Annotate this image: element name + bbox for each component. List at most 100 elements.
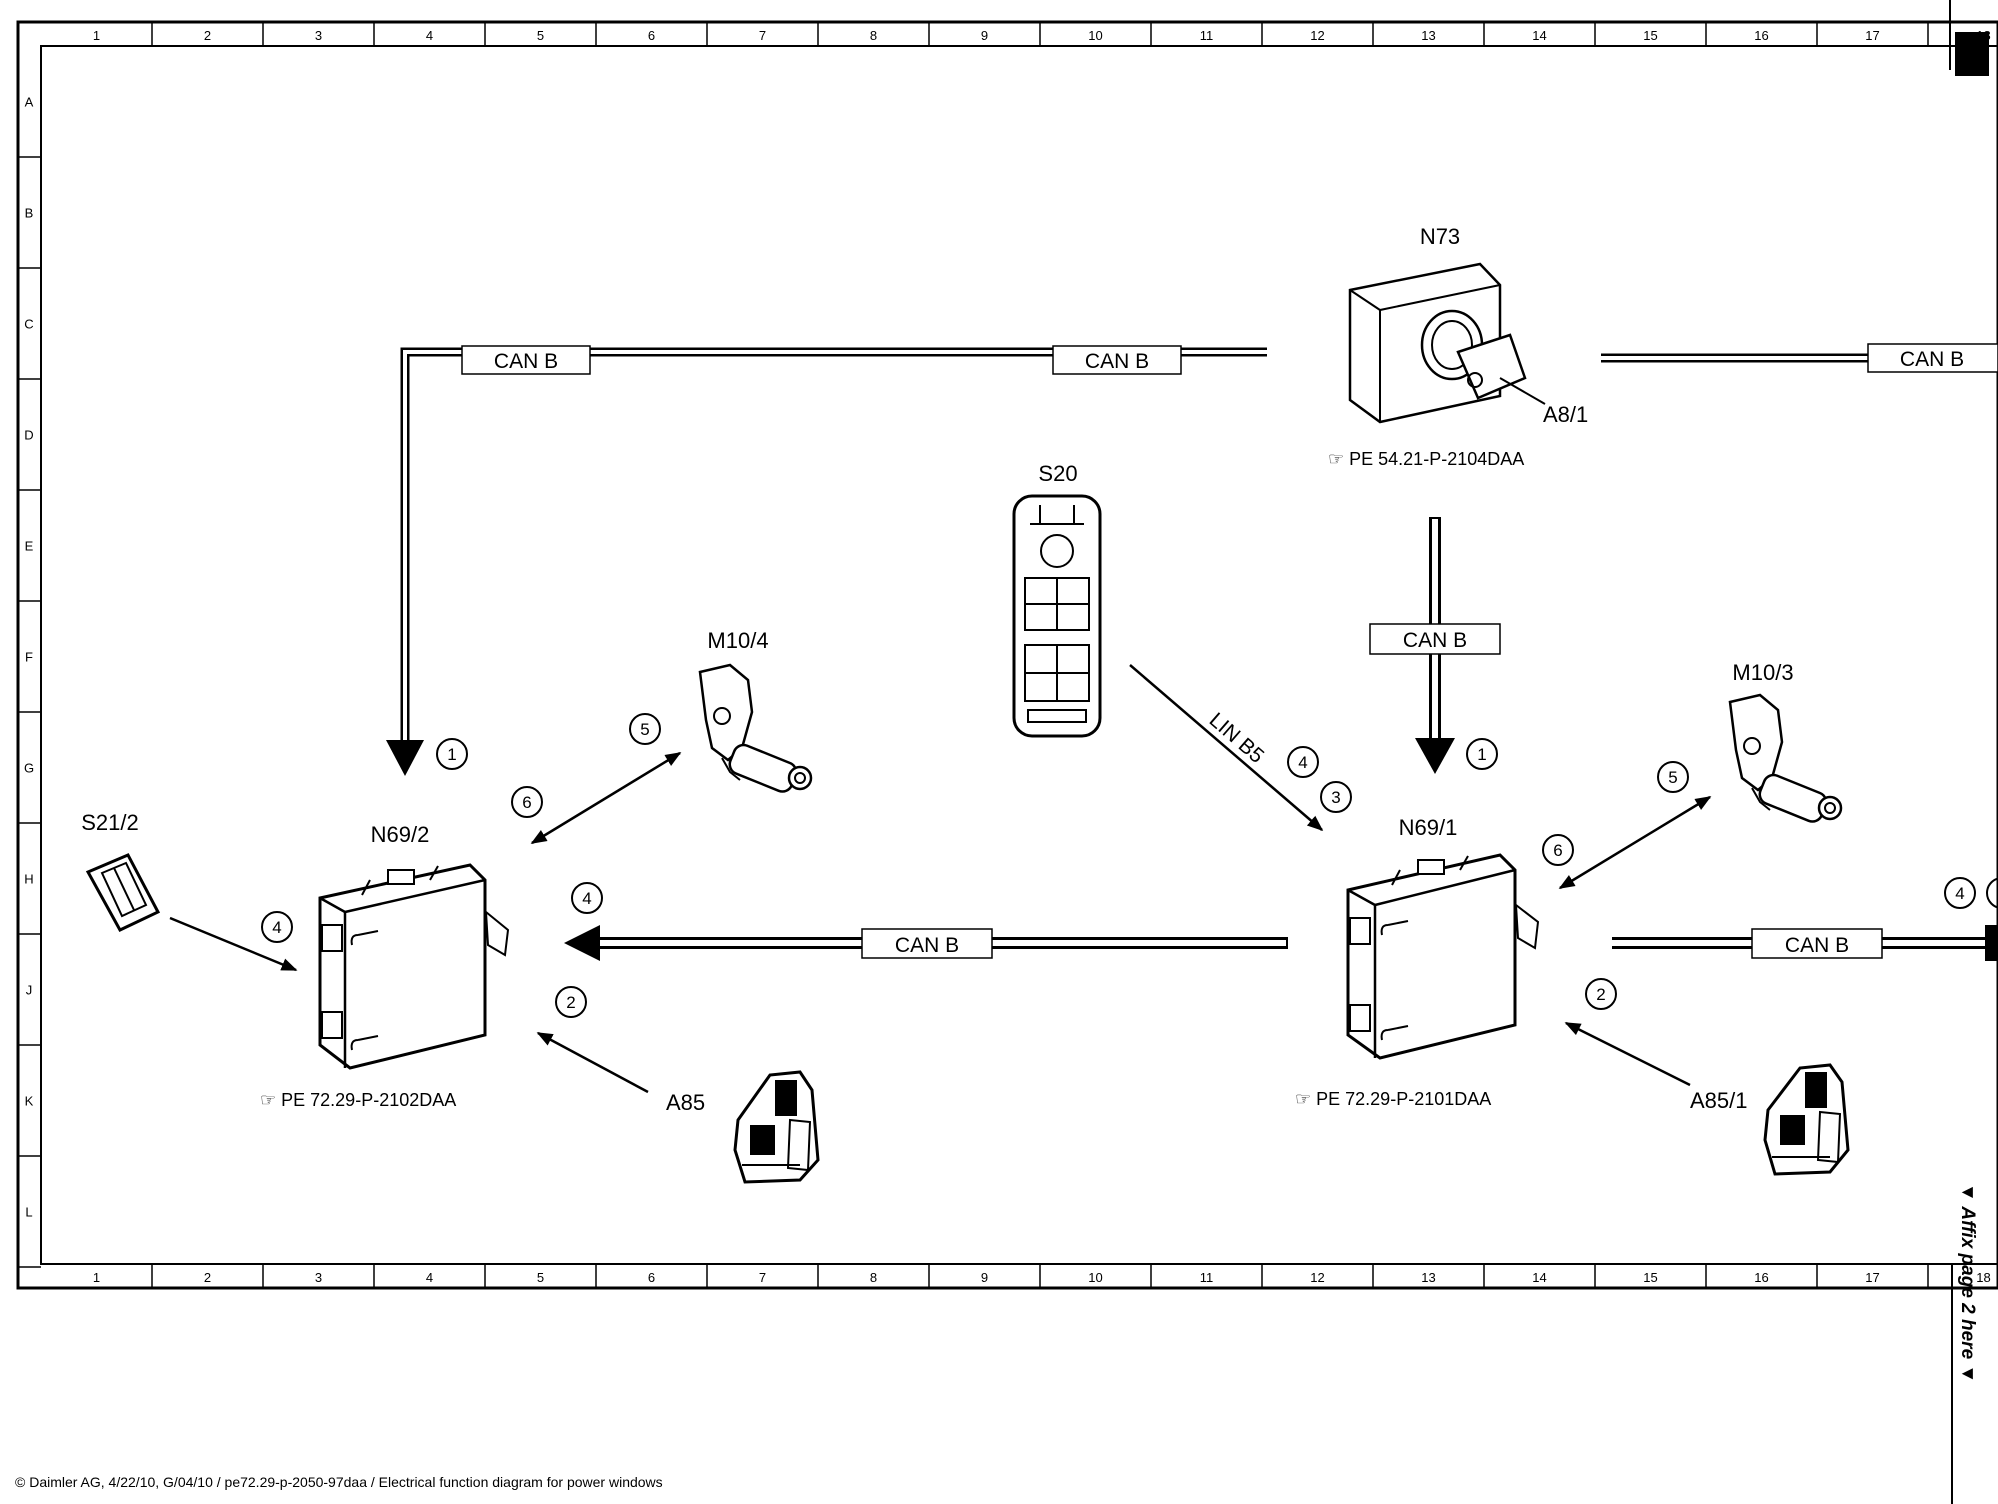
svg-text:6: 6 — [522, 793, 531, 812]
callout-partial-edge — [1986, 877, 1998, 909]
column-number: 18 — [1976, 1270, 1990, 1285]
n69-1-label: N69/1 — [1399, 815, 1458, 840]
column-number: 8 — [870, 1270, 877, 1285]
column-number: 14 — [1532, 1270, 1546, 1285]
callout-2-left: 2 — [555, 986, 587, 1018]
column-number: 8 — [870, 28, 877, 43]
column-number: 7 — [759, 1270, 766, 1285]
column-number: 4 — [426, 28, 433, 43]
column-number: 18 — [1976, 28, 1990, 43]
svg-text:4: 4 — [272, 918, 281, 937]
svg-text:1: 1 — [1477, 745, 1486, 764]
column-number: 6 — [648, 1270, 655, 1285]
n69-1-reference: ☞ PE 72.29-P-2101DAA — [1295, 1089, 1491, 1109]
row-letter: C — [24, 317, 33, 332]
row-letter: B — [25, 206, 34, 221]
callout-6-right: 6 — [1542, 834, 1574, 866]
can-b-label-vertical: CAN B — [1403, 629, 1467, 652]
n73-ignition-lock: N73 A8/1 ☞ PE 54.21-P-2104DAA — [1328, 224, 1588, 469]
can-b-label-left: CAN B — [494, 350, 558, 373]
column-number: 9 — [981, 1270, 988, 1285]
row-letter: A — [25, 95, 34, 110]
svg-text:4: 4 — [1298, 753, 1307, 772]
affix-side-note: ▼ Affix page 2 here ▼ — [1951, 1183, 1978, 1504]
row-letter: L — [25, 1205, 32, 1220]
s21-2-label: S21/2 — [81, 810, 139, 835]
n69-2-label: N69/2 — [371, 822, 430, 847]
drawing-frame — [16, 0, 1998, 1290]
can-bus-right-top: CAN B — [1601, 343, 1998, 373]
callout-4-can-left: 4 — [571, 882, 603, 914]
row-letter: D — [24, 428, 33, 443]
signal-arrows — [169, 751, 1712, 1094]
s20-window-switch: S20 — [1012, 461, 1102, 738]
column-number: 7 — [759, 28, 766, 43]
svg-text:5: 5 — [640, 720, 649, 739]
a85-1-label: A85/1 — [1690, 1088, 1748, 1113]
row-letter: F — [25, 650, 33, 665]
svg-text:4: 4 — [1955, 884, 1964, 903]
n73-label: N73 — [1420, 224, 1460, 249]
callout-1-left: 1 — [436, 738, 468, 770]
lin-bus: LIN B5 — [1129, 664, 1324, 832]
callout-3-lin: 3 — [1320, 781, 1352, 813]
a85-1-door-lock: A85/1 — [1690, 1063, 1850, 1176]
can-b-label-lower: CAN B — [895, 934, 959, 957]
can-b-box-lower — [861, 928, 993, 959]
column-number: 6 — [648, 28, 655, 43]
can-b-box-left — [461, 345, 591, 375]
row-letter: H — [24, 872, 33, 887]
row-letter: E — [25, 539, 34, 554]
n73-reference: ☞ PE 54.21-P-2104DAA — [1328, 449, 1524, 469]
column-number: 15 — [1643, 1270, 1657, 1285]
callout-6-left: 6 — [511, 786, 543, 818]
column-number: 17 — [1865, 28, 1879, 43]
m10-3-window-motor: M10/3 — [1728, 660, 1843, 823]
column-number: 9 — [981, 28, 988, 43]
n69-1-door-control-unit: N69/1 ☞ PE 72.29-P-2101DAA — [1295, 815, 1540, 1109]
can-b-label-middle: CAN B — [1085, 350, 1149, 373]
can-b-box-lower-right — [1751, 928, 1883, 959]
footer-copyright: © Daimler AG, 4/22/10, G/04/10 / pe72.29… — [15, 1474, 663, 1490]
column-number: 10 — [1088, 1270, 1102, 1285]
n69-2-reference: ☞ PE 72.29-P-2102DAA — [260, 1090, 456, 1110]
row-letter: J — [26, 983, 33, 998]
column-number: 11 — [1200, 28, 1214, 43]
s20-label: S20 — [1038, 461, 1077, 486]
row-letter: G — [24, 761, 34, 776]
column-number: 5 — [537, 1270, 544, 1285]
callout-2-right: 2 — [1585, 978, 1617, 1010]
callout-4-lin: 4 — [1287, 746, 1319, 778]
callouts: 1 1 5 6 4 4 2 4 3 5 6 4 2 — [261, 713, 1998, 1018]
svg-text:6: 6 — [1553, 841, 1562, 860]
callout-4-s21: 4 — [261, 911, 293, 943]
can-bus-top: CAN B CAN B — [386, 345, 1267, 776]
column-number: 10 — [1088, 28, 1102, 43]
can-b-box-right-top — [1867, 343, 1998, 373]
callout-5-left: 5 — [629, 713, 661, 745]
svg-text:2: 2 — [1596, 985, 1605, 1004]
column-number: 16 — [1754, 1270, 1768, 1285]
a8-1-label: A8/1 — [1543, 402, 1588, 427]
svg-text:3: 3 — [1331, 788, 1340, 807]
column-number: 16 — [1754, 28, 1768, 43]
row-ruler: A B C D E F G H J K L — [24, 95, 34, 1220]
can-b-label-lower-right: CAN B — [1785, 934, 1849, 957]
callout-1-right: 1 — [1466, 738, 1498, 770]
column-number: 1 — [93, 28, 100, 43]
svg-text:5: 5 — [1668, 768, 1677, 787]
callout-4-right: 4 — [1944, 877, 1976, 909]
a85-door-lock: A85 — [666, 1070, 820, 1184]
column-number: 3 — [315, 1270, 322, 1285]
column-number: 11 — [1200, 1270, 1214, 1285]
can-bus-vertical: CAN B — [1369, 517, 1501, 774]
a85-label: A85 — [666, 1090, 705, 1115]
svg-text:4: 4 — [582, 889, 591, 908]
can-bus-right-lower: CAN B — [1612, 925, 1998, 961]
svg-text:1: 1 — [447, 745, 456, 764]
row-letter: K — [25, 1094, 34, 1109]
callout-5-right: 5 — [1657, 761, 1689, 793]
